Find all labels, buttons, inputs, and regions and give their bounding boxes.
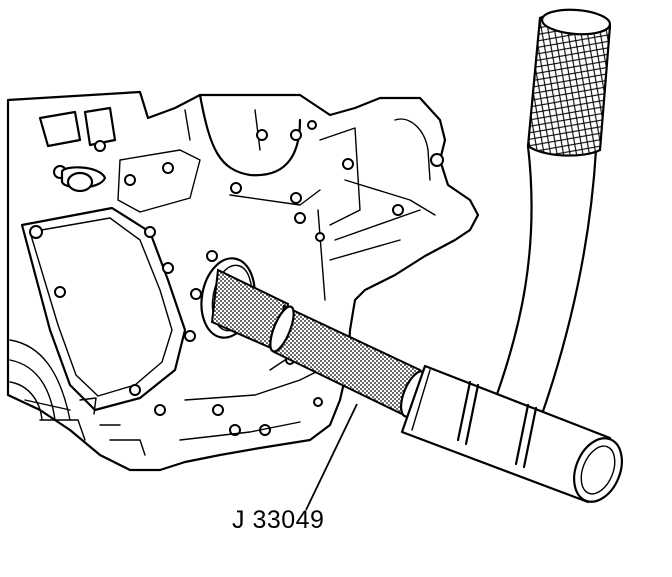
- driver-handle: [400, 8, 623, 504]
- leader-line: [305, 403, 358, 511]
- installer-tool: [200, 257, 429, 418]
- tool-label: J 33049: [232, 506, 325, 534]
